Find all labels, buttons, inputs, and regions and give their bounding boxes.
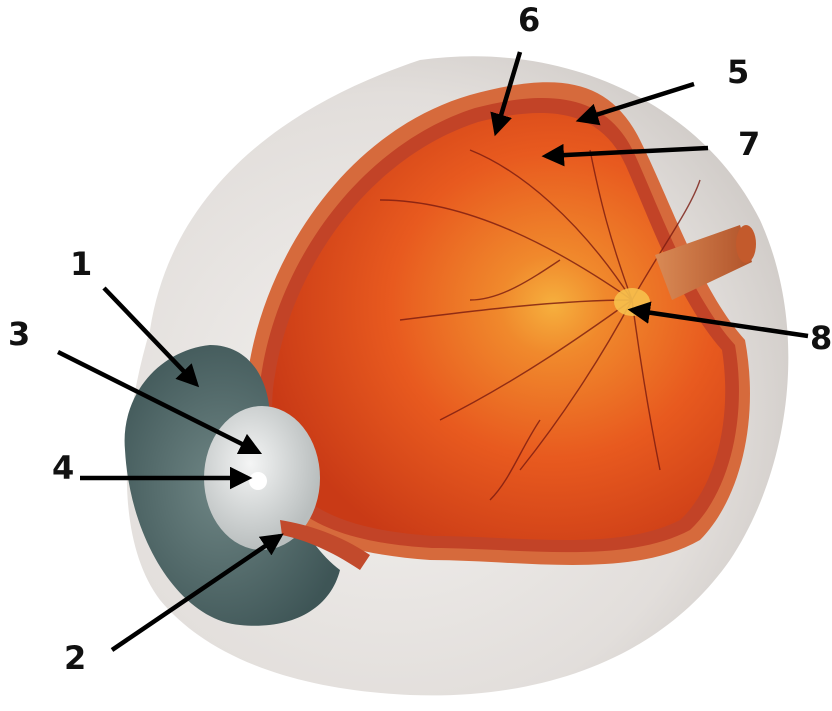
label-5: 5 bbox=[727, 56, 749, 88]
label-4: 4 bbox=[52, 452, 74, 484]
label-3: 3 bbox=[8, 318, 30, 350]
label-2: 2 bbox=[64, 642, 86, 674]
label-7: 7 bbox=[738, 128, 760, 160]
optic-nerve-end bbox=[736, 225, 756, 263]
label-6: 6 bbox=[518, 4, 540, 36]
label-8: 8 bbox=[810, 322, 832, 354]
label-1: 1 bbox=[70, 248, 92, 280]
lens-center-dot bbox=[249, 472, 267, 490]
